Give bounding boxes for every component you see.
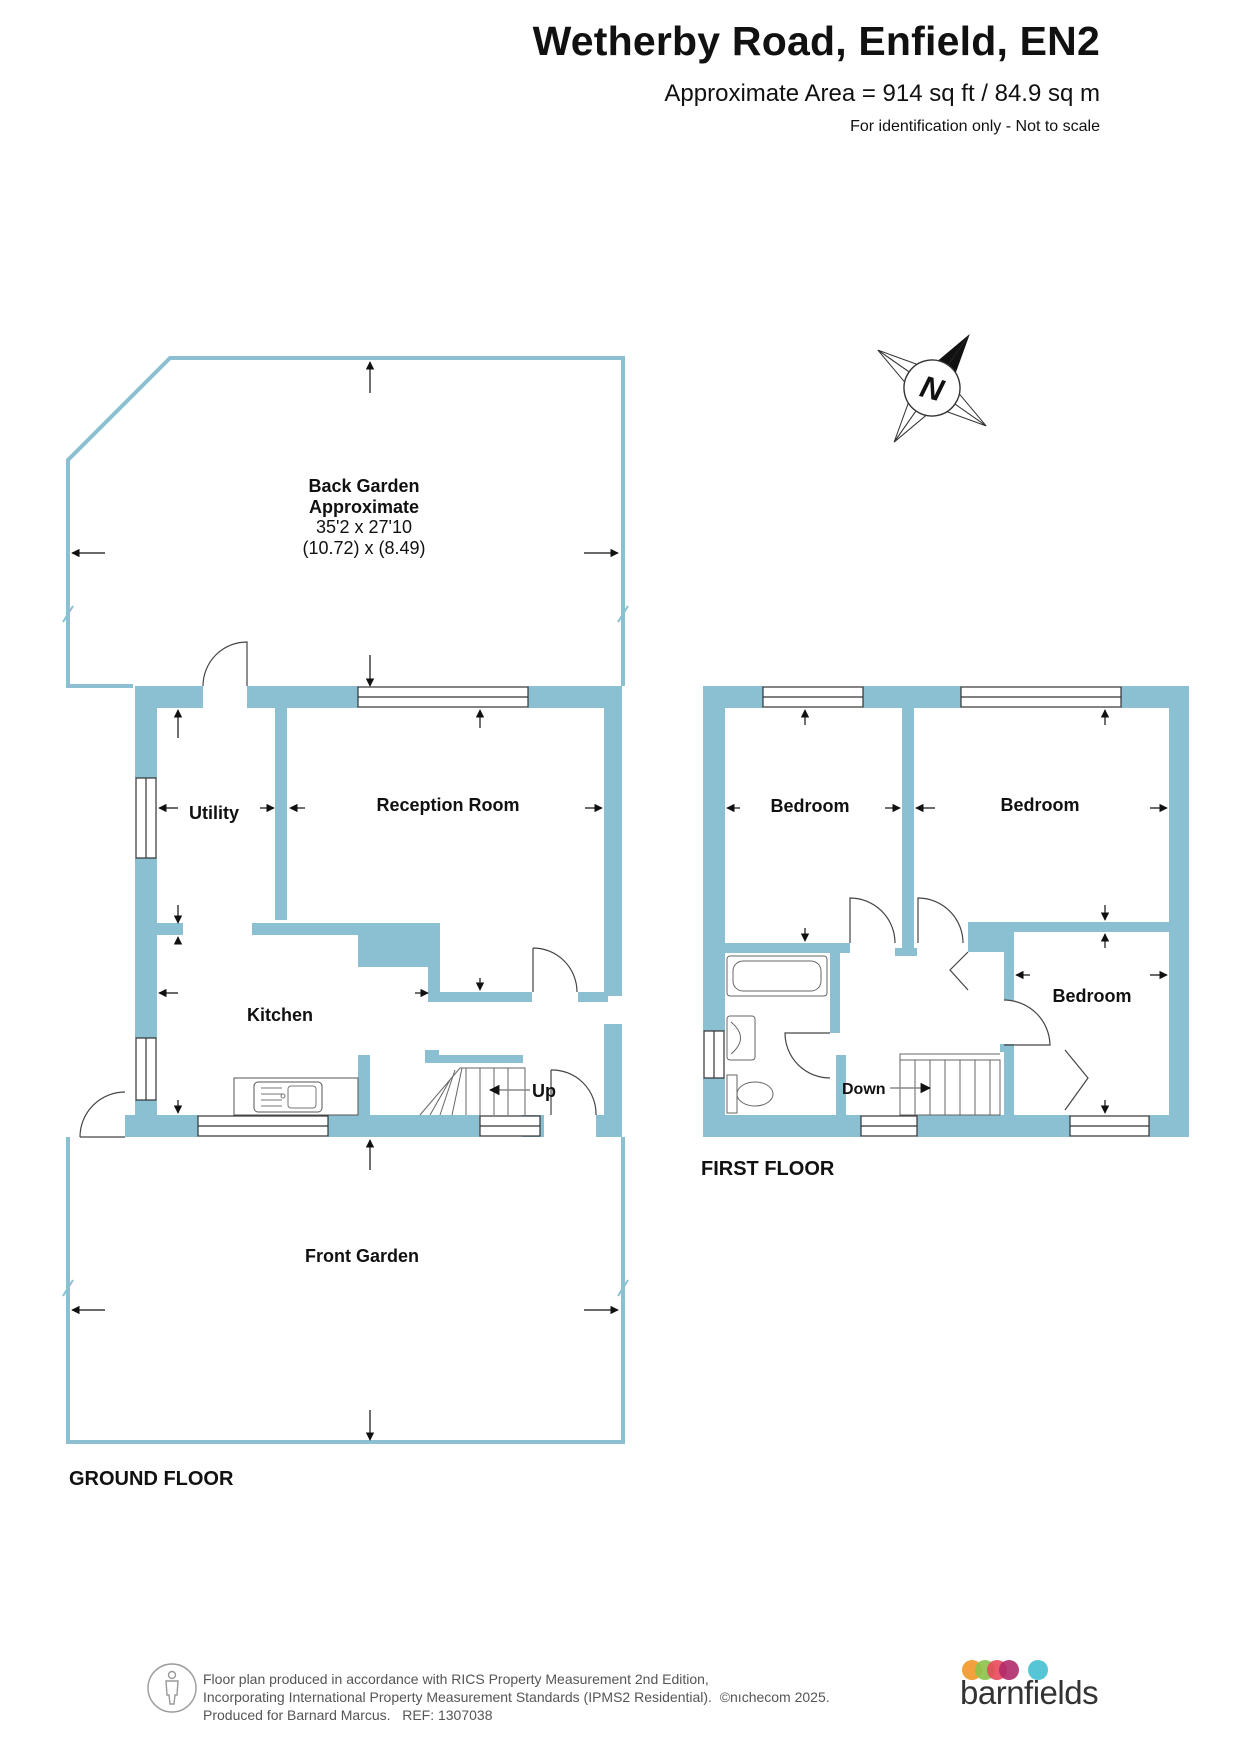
footer-line-2: Incorporating International Property Mea… xyxy=(203,1689,712,1705)
reception-room-label: Reception Room xyxy=(376,795,519,815)
back-garden-outline xyxy=(66,356,625,688)
ground-floor-doors xyxy=(79,641,597,1138)
footer-ref: REF: 1307038 xyxy=(402,1707,493,1723)
ground-stairs xyxy=(419,1067,526,1116)
stairs-up-label: Up xyxy=(532,1081,556,1101)
disclaimer-text: For identification only - Not to scale xyxy=(850,118,1100,135)
first-floor-doors xyxy=(784,897,1089,1111)
compass-icon: N xyxy=(877,333,987,443)
first-floor-windows xyxy=(703,686,1150,1137)
bedroom-2-label: Bedroom xyxy=(1000,795,1079,815)
footer-line-1: Floor plan produced in accordance with R… xyxy=(203,1671,709,1687)
footer-text: Floor plan produced in accordance with R… xyxy=(203,1670,830,1724)
first-floor-label: FIRST FLOOR xyxy=(701,1158,835,1180)
back-garden-approx-label: Approximate xyxy=(309,497,419,517)
person-icon xyxy=(147,1663,197,1713)
page-title: Wetherby Road, Enfield, EN2 xyxy=(532,18,1100,64)
bedroom-3-label: Bedroom xyxy=(1052,986,1131,1006)
front-garden-label: Front Garden xyxy=(305,1246,419,1266)
brand-dot-4 xyxy=(999,1660,1019,1680)
area-text: Approximate Area = 914 sq ft / 84.9 sq m xyxy=(664,80,1100,107)
bathroom-fixtures xyxy=(726,955,828,1114)
brand-logo-dots xyxy=(962,1660,1048,1680)
footer-copyright: ©nıchecom 2025. xyxy=(719,1689,830,1705)
brand-name: barnfields xyxy=(960,1674,1099,1711)
ground-floor-walls xyxy=(125,686,622,1137)
ground-floor-windows xyxy=(135,686,541,1137)
back-garden-dims-imperial: 35'2 x 27'10 xyxy=(316,517,412,537)
first-dimension-arrows xyxy=(726,709,1168,1114)
first-floor-walls xyxy=(703,686,1189,1137)
kitchen-counter xyxy=(233,1077,359,1116)
back-garden-label: Back Garden xyxy=(308,476,419,496)
ground-floor-label: GROUND FLOOR xyxy=(69,1468,234,1490)
first-floor-plan: Bedroom Bedroom Bedroom Down FIRST FLOOR xyxy=(701,686,1189,1180)
stairs-down-label: Down xyxy=(842,1081,886,1098)
front-garden-outline xyxy=(66,1137,625,1444)
break-marks xyxy=(62,605,629,1297)
footer-line-3: Produced for Barnard Marcus. xyxy=(203,1707,391,1723)
first-floor-stairs xyxy=(899,1053,1001,1116)
ground-dimension-arrows xyxy=(71,361,619,1441)
ground-floor-plan: Back Garden Approximate 35'2 x 27'10 (10… xyxy=(62,356,629,1490)
brand-dot-5 xyxy=(1028,1660,1048,1680)
back-garden-dims-metric: (10.72) x (8.49) xyxy=(302,538,425,558)
utility-label: Utility xyxy=(189,803,239,823)
bedroom-1-label: Bedroom xyxy=(770,796,849,816)
kitchen-label: Kitchen xyxy=(247,1005,313,1025)
